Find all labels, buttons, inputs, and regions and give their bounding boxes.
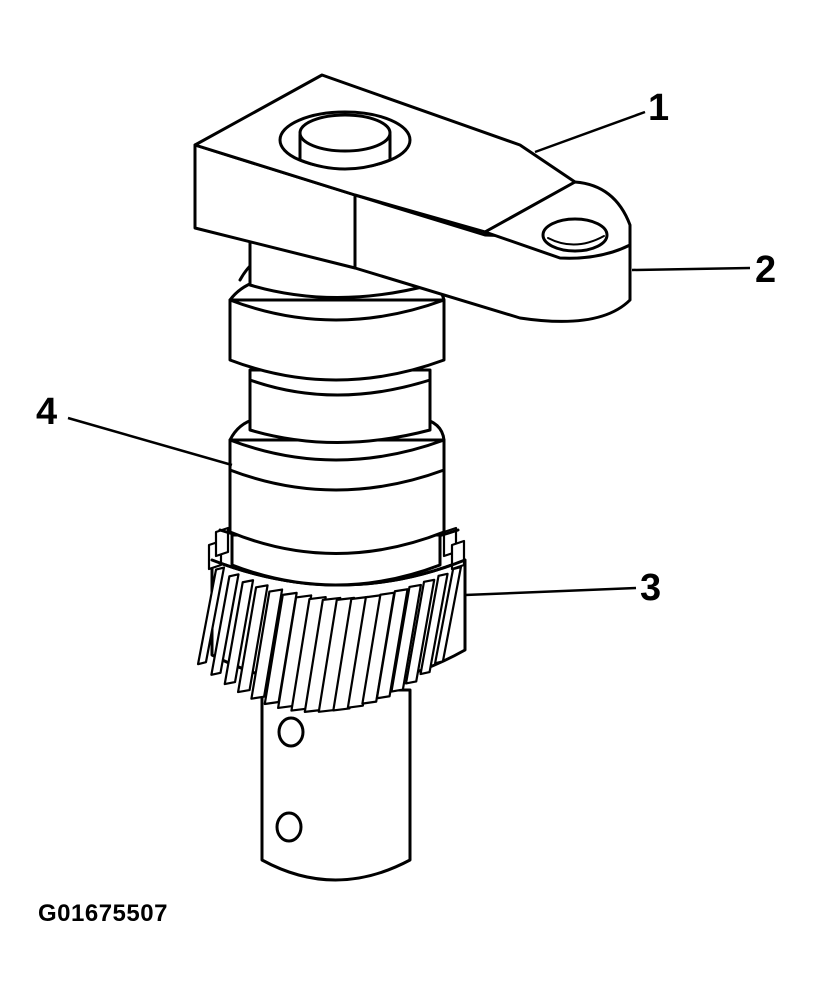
- callout-numbers: 1 2 3 4: [36, 87, 776, 609]
- gear-tooth: [404, 578, 436, 685]
- figure-id: G01675507: [38, 900, 168, 927]
- mounting-hole: [541, 217, 609, 253]
- center-post: [298, 113, 392, 153]
- sensor-body: [228, 238, 446, 587]
- gear-tooth: [361, 591, 396, 705]
- leader-2: [631, 266, 751, 272]
- helical-gear: [196, 526, 467, 713]
- gear-tooth-edge: [214, 526, 230, 558]
- gear-tooth: [346, 594, 382, 709]
- gear-tooth: [250, 588, 284, 700]
- gear-tooth: [375, 588, 409, 700]
- mounting-bracket: [193, 73, 632, 323]
- gear-tooth: [419, 572, 449, 676]
- leader-3: [464, 586, 637, 597]
- gear-tooth: [196, 566, 226, 666]
- leader-lines: [67, 110, 751, 597]
- shaft-hole-upper: [277, 716, 305, 748]
- callout-4: 4: [36, 391, 57, 433]
- gear-tooth: [390, 583, 422, 693]
- leader-1: [534, 110, 646, 154]
- shaft-hole-lower: [275, 811, 303, 843]
- gear-tooth: [223, 579, 255, 686]
- lower-shaft: [260, 688, 412, 882]
- gear-tooth: [236, 584, 269, 694]
- gear-tooth: [210, 573, 240, 676]
- callout-1: 1: [648, 87, 669, 129]
- leader-4: [67, 416, 233, 467]
- callout-3: 3: [640, 567, 661, 609]
- callout-2: 2: [755, 249, 776, 291]
